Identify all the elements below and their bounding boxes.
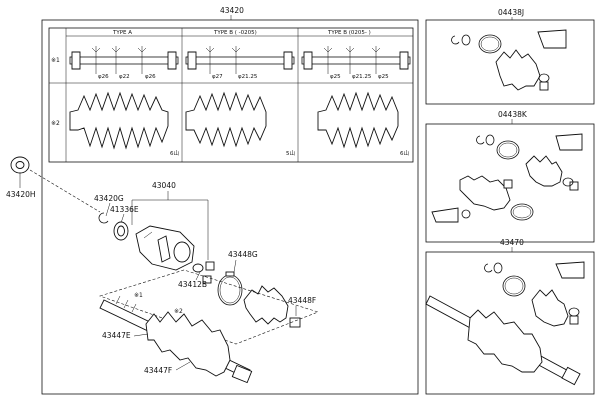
dim-a-1: φ26 [98, 74, 109, 80]
boot-count-a: 6山 [170, 149, 179, 157]
clamp-band-part [217, 271, 243, 306]
row-label-2: ※2 [51, 120, 60, 127]
dim-a-3: φ26 [145, 74, 156, 80]
label-43420G: 43420G [94, 194, 124, 203]
dim-b1-2: φ21.25 [238, 74, 258, 80]
assembly-label: 43420 [220, 6, 244, 15]
label-41336E: 41336E [110, 205, 139, 214]
dim-b2-2: φ21.25 [352, 74, 372, 80]
label-43447F: 43447F [144, 366, 172, 375]
boot-clamp-part [289, 317, 301, 328]
snap-ring-part [98, 212, 109, 224]
kit-1-label: 04438J [498, 8, 524, 17]
kit-2-parts [431, 133, 583, 223]
label-43447E: 43447E [102, 331, 131, 340]
seal-part [10, 156, 30, 188]
leader-seal [29, 169, 101, 213]
dim-a-2: φ22 [119, 74, 130, 80]
label-43448G: 43448G [228, 250, 258, 259]
col-type-b-late: TYPE B (0205- ) [327, 30, 371, 36]
boot-sketch-a [69, 91, 169, 150]
boot-sketch-b2 [317, 91, 399, 149]
boot-part [243, 285, 289, 325]
collar-part [205, 261, 215, 271]
boot-count-b2: 6山 [400, 149, 409, 157]
shaft-sketch-b1 [185, 46, 295, 74]
kit-3-parts [425, 261, 585, 386]
boot-count-b1: 5山 [286, 149, 295, 157]
spec-table: TYPE A TYPE B ( -0205) TYPE B (0205- ) ※… [48, 27, 414, 163]
mark-1: ※1 [134, 292, 143, 299]
drive-shaft-part [99, 295, 253, 384]
dim-b2-1: φ25 [330, 74, 341, 80]
kit-3-frame [425, 251, 595, 395]
main-frame [41, 19, 419, 395]
shaft-sketch-b2 [301, 46, 411, 74]
kit-3-label: 43470 [500, 238, 524, 247]
row-label-1: ※1 [51, 57, 60, 64]
kit-1-frame [425, 19, 595, 105]
shaft-sketch-a [69, 46, 179, 74]
nut-part [202, 275, 212, 284]
dim-b2-3: φ25 [378, 74, 389, 80]
kit-2-frame [425, 123, 595, 243]
label-43412B: 43412B [178, 280, 207, 289]
ring-part [192, 263, 204, 273]
mark-2: ※2 [174, 308, 183, 315]
label-43448F: 43448F [288, 296, 316, 305]
boot-sketch-b1 [185, 91, 267, 148]
col-type-b-early: TYPE B ( -0205) [213, 30, 257, 36]
bracket-43040 [131, 191, 209, 260]
col-type-a: TYPE A [112, 30, 132, 36]
shaft-boot-part [145, 311, 231, 377]
bearing-ring-part [113, 221, 129, 241]
label-43040: 43040 [152, 181, 176, 190]
label-43420H: 43420H [6, 190, 36, 199]
outer-joint-part [135, 225, 195, 271]
kit-1-parts [451, 29, 567, 91]
dim-b1-1: φ27 [212, 74, 223, 80]
kit-2-label: 04438K [498, 110, 528, 119]
